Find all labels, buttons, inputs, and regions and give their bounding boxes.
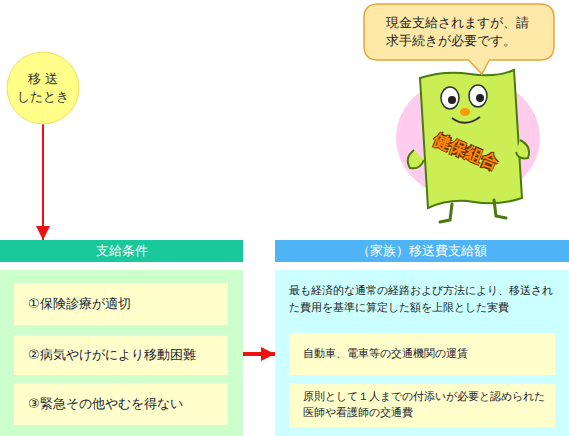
condition-box: ①保険診療が適切: [14, 283, 228, 325]
section-panel: 支給条件 ①保険診療が適切 ②病気やけがにより移動困難 ③緊急その他やむを得ない: [0, 240, 243, 436]
bubble-fill: [364, 4, 554, 74]
mascot-nose: [460, 108, 470, 116]
circle-text: 移 送 したとき: [15, 70, 71, 105]
section-panel: （家族）移送費支給額最も経済的な通常の経路および方法により、移送された費用を基準…: [275, 240, 569, 436]
mascot-pupil: [448, 96, 456, 104]
circle-outline: [7, 52, 79, 124]
box-text: ③緊急その他やむを得ない: [28, 395, 183, 414]
flow-arrow: [243, 352, 275, 356]
mascot-mouth: [452, 117, 480, 123]
mascot-hand: [516, 140, 529, 158]
bubble-outline: [364, 4, 554, 60]
condition-box: ②病気やけがにより移動困難: [14, 335, 228, 375]
panel-body-text: 最も経済的な通常の経路および方法により、移送された費用を基準に算定した額を上限と…: [289, 283, 557, 316]
box-text: ①保険診療が適切: [28, 295, 131, 314]
circle-fill: [7, 52, 79, 124]
panel-header: 支給条件: [0, 240, 243, 262]
mascot-legs: [440, 200, 506, 222]
panel-heading: 支給条件: [96, 242, 148, 260]
box-text: 原則として１人までの付添いが必要と認められた医師や看護師の交通費: [303, 389, 545, 421]
bubble-text: 現金支給されますが、請求手続きが必要です。: [386, 14, 532, 50]
mascot-pupil: [476, 94, 484, 102]
box-text: ②病気やけがにより移動困難: [28, 346, 196, 365]
panel-heading: （家族）移送費支給額: [357, 242, 487, 260]
mascot: [408, 70, 529, 222]
condition-box: 自動車、電車等の交通機関の運賃: [289, 333, 555, 375]
mascot-body: [420, 70, 522, 208]
flow-arrow: [42, 124, 44, 240]
mascot-eye: [469, 85, 487, 107]
mascot-eye: [441, 87, 459, 109]
condition-box: 原則として１人までの付添いが必要と認められた医師や看護師の交通費: [289, 383, 555, 427]
start-circle: 移 送 したとき: [7, 52, 79, 124]
panel-header: （家族）移送費支給額: [275, 240, 569, 262]
speech-bubble: 現金支給されますが、請求手続きが必要です。: [364, 4, 554, 60]
mascot-hand: [408, 150, 424, 168]
condition-box: ③緊急その他やむを得ない: [14, 383, 228, 425]
box-text: 自動車、電車等の交通機関の運賃: [303, 346, 468, 362]
